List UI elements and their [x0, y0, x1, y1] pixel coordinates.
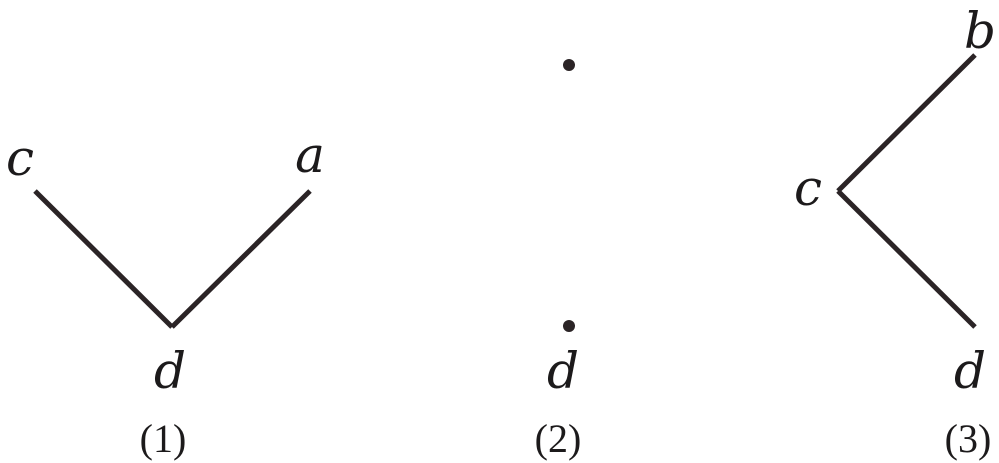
figure-2: d (2) [535, 59, 582, 461]
figure-1-edge-c-d [33, 189, 174, 329]
figure-3-edge-b-c [836, 53, 977, 193]
figure-1: c a d (1) [6, 126, 325, 461]
figure-1-vertex-c-label: c [6, 129, 34, 187]
figure-2-caption: (2) [535, 416, 582, 461]
figure-3-edge-c-d [836, 189, 977, 329]
figure-1-caption: (1) [140, 416, 187, 461]
figure-3-vertex-d-label: d [954, 342, 986, 400]
figure-3-caption: (3) [945, 416, 992, 461]
figure-1-vertex-a-label: a [295, 126, 325, 184]
figure-3-vertex-b-label: b [964, 2, 996, 60]
figure-3: b c d (3) [794, 2, 996, 461]
figure-1-edge-a-d [170, 189, 312, 329]
figure-2-vertex-d-label: d [547, 342, 579, 400]
figure-3-vertex-c-label: c [794, 159, 822, 217]
figure-2-vertex-d-dot [563, 320, 575, 332]
figure-2-vertex-top-dot [563, 59, 575, 71]
figure-1-vertex-d-label: d [154, 342, 186, 400]
